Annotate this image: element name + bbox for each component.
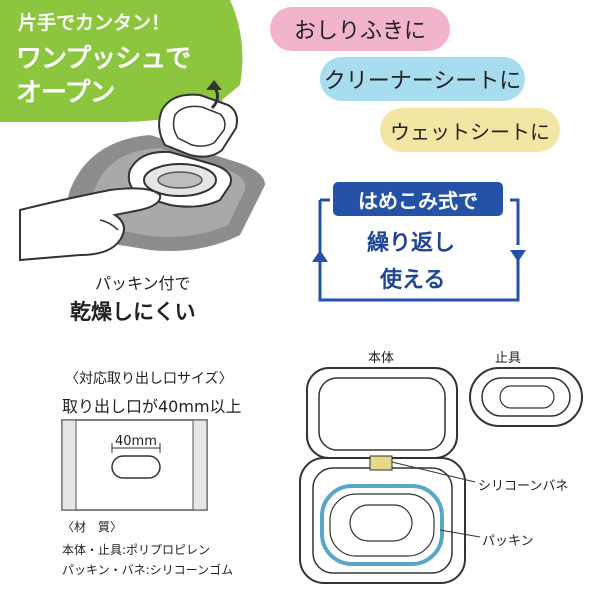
use-pill-cleaner: クリーナーシートに [320, 57, 525, 101]
dimension-label: 40mm [115, 434, 157, 449]
size-note: 取り出し口が40mm以上 [62, 397, 242, 416]
packing-label: パッキン [482, 534, 534, 549]
stopper-label: 止具 [495, 351, 522, 366]
body-label: 本体 [368, 351, 395, 366]
spring-label: シリコーンバネ [478, 479, 569, 494]
size-header: 〈対応取り出し口サイズ〉 [65, 371, 233, 387]
material-header: 〈材 質〉 [62, 520, 123, 534]
hand-press-illustration [19, 187, 162, 262]
banner-line2: ワンプッシュで [16, 44, 191, 74]
reuse-line1: 繰り返し [367, 231, 456, 256]
banner-background [0, 0, 243, 122]
use-pill-wet: ウェットシートに [380, 108, 560, 152]
material-line2: パッキン・バネ:シリコーンゴム [62, 563, 234, 577]
wipe-package-illustration [67, 93, 265, 251]
reuse-line2: 使える [380, 268, 446, 293]
body-diagram [299, 367, 481, 584]
size-diagram [61, 419, 208, 511]
reuse-title: はめこみ式で [333, 182, 503, 216]
banner-line3: オープン [16, 78, 115, 108]
stopper-diagram [469, 367, 583, 427]
cycle-arrows-icon [312, 198, 526, 302]
banner-line1: 片手でカンタン！ [18, 12, 171, 34]
packing-line1: パッキン付で [95, 274, 191, 293]
material-line1: 本体・止具:ポリプロピレン [62, 543, 211, 557]
use-pill-wipes: おしりふきに [270, 7, 450, 51]
packing-line2: 乾燥しにくい [70, 300, 196, 324]
